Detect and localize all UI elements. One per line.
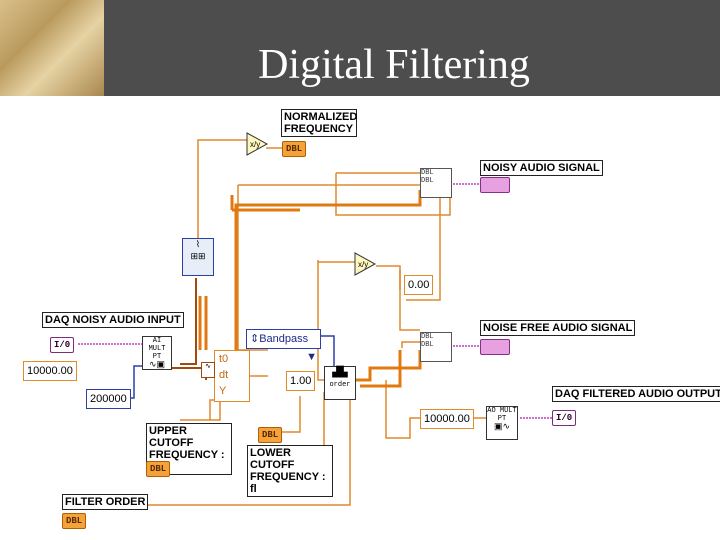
lower-cutoff-frequency-control[interactable]: DBL (258, 427, 283, 443)
noisy-audio-signal-label: NOISY AUDIO SIGNAL (480, 160, 603, 176)
slide-title: Digital Filtering (258, 42, 530, 88)
waveform-components-cluster[interactable]: t0 dt Y (214, 350, 250, 402)
signal-generator-subvi-icon[interactable]: ⌇ ⊞⊞ (182, 238, 214, 276)
daq-filtered-audio-output-terminal[interactable]: I/0 (552, 410, 577, 426)
filter-order-terminal-label: order (329, 381, 351, 389)
svg-text:x/y: x/y (358, 260, 368, 269)
upper-cutoff-frequency-control[interactable]: DBL (146, 461, 171, 477)
filter-order-label: FILTER ORDER (62, 494, 149, 510)
num-samples-constant[interactable]: 200000 (86, 389, 131, 409)
filter-type-ring[interactable]: ⇕Bandpass ▼ (246, 329, 321, 363)
filter-response-icon: ▟▙ (332, 368, 348, 379)
sample-rate-out-constant[interactable]: 10000.00 (420, 409, 474, 429)
one-constant[interactable]: 1.00 (286, 371, 316, 391)
sample-rate-in-constant[interactable]: 10000.00 (23, 361, 77, 381)
build-array-node-noisy[interactable]: DBL DBL (420, 168, 452, 198)
dbl-input-2: DBL (421, 341, 434, 349)
noise-free-audio-signal-label: NOISE FREE AUDIO SIGNAL (480, 320, 636, 336)
ao-multi-pt-label: AO MULT PT (487, 407, 517, 423)
ai-multi-pt-node[interactable]: AI MULT PT ∿▣ (142, 336, 172, 370)
header-thumbnail-image (0, 0, 104, 96)
butterworth-filter-node[interactable]: ▟▙ order (324, 366, 356, 400)
dt-field: dt (219, 369, 229, 381)
normalized-frequency-label: NORMALIZED FREQUENCY (281, 109, 357, 137)
dbl-input-1: DBL (421, 169, 434, 177)
t0-field: t0 (219, 353, 229, 365)
waveform-icon: ∿▣ (148, 360, 166, 370)
svg-text:x/y: x/y (250, 140, 260, 149)
upper-cutoff-frequency-label: UPPER CUTOFF FREQUENCY : fh (146, 423, 232, 475)
slide-header: Digital Filtering (0, 0, 720, 96)
noisy-audio-signal-graph-terminal[interactable] (480, 177, 510, 193)
normalized-frequency-indicator[interactable]: DBL (282, 141, 307, 157)
divide-node-icon[interactable]: x/y (354, 252, 376, 276)
y-field: Y (219, 385, 227, 397)
daq-noisy-audio-input-terminal[interactable]: I/0 (50, 337, 75, 353)
dbl-input-2: DBL (421, 177, 434, 185)
build-array-node-filtered[interactable]: DBL DBL (420, 332, 452, 362)
increment-arrows-icon: ⇕ (250, 333, 260, 345)
zero-constant[interactable]: 0.00 (404, 275, 434, 295)
filter-order-control[interactable]: DBL (62, 513, 87, 529)
daq-filtered-audio-output-label: DAQ FILTERED AUDIO OUTPUT (552, 386, 720, 402)
noise-free-audio-signal-graph-terminal[interactable] (480, 339, 510, 355)
lower-cutoff-frequency-label: LOWER CUTOFF FREQUENCY : fl (247, 445, 333, 497)
dbl-input-1: DBL (421, 333, 434, 341)
dropdown-arrow-icon: ▼ (306, 351, 317, 363)
filter-type-value: Bandpass (259, 333, 309, 345)
daq-noisy-audio-input-label: DAQ NOISY AUDIO INPUT (42, 312, 184, 328)
ao-multi-pt-node[interactable]: AO MULT PT ▣∿ (486, 406, 518, 440)
waveform-icon: ▣∿ (493, 422, 511, 432)
divide-node-icon[interactable]: x/y (246, 132, 268, 156)
build-waveform-icon: ∿ (201, 362, 215, 378)
ai-multi-pt-label: AI MULT PT (148, 337, 166, 361)
